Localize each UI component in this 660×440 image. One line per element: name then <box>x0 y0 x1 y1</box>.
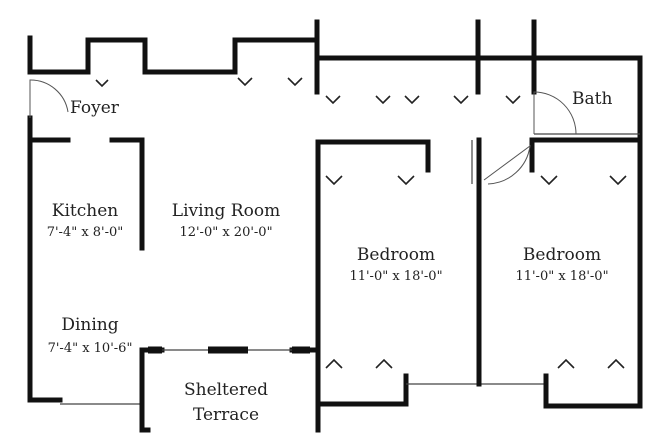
closet-marker <box>325 95 341 105</box>
closet-marker <box>375 95 391 105</box>
bedroom2-door-swing <box>483 144 531 185</box>
kitchen-dims: 7'-4" x 8'-0" <box>47 225 124 240</box>
dining-dims: 7'-4" x 10'-6" <box>48 341 133 356</box>
closet-marker <box>505 95 521 105</box>
wall-top-left <box>27 35 643 143</box>
bedroom1-label: Bedroom <box>357 245 435 265</box>
bath-label: Bath <box>572 89 612 109</box>
bedroom2-dims: 11'-0" x 18'-0" <box>515 269 608 284</box>
dining-label: Dining <box>61 315 118 335</box>
bath-door-swing <box>533 91 577 135</box>
closet-marker <box>375 358 393 369</box>
closet-marker <box>325 358 343 369</box>
closet-marker <box>404 95 420 105</box>
bedroom1-dims: 11'-0" x 18'-0" <box>349 269 442 284</box>
living-room-label: Living Room <box>172 201 280 221</box>
closet-marker <box>540 175 558 186</box>
wall-bedroom1-left <box>315 139 431 423</box>
wall-bedroom2 <box>529 137 643 409</box>
kitchen-label: Kitchen <box>52 201 118 221</box>
closet-marker <box>95 79 109 88</box>
closet-marker <box>557 358 575 369</box>
living-room-dims: 12'-0" x 20'-0" <box>179 225 272 240</box>
closet-marker <box>237 77 253 87</box>
wall-terrace-right <box>289 347 321 433</box>
entry-door-swing <box>29 79 69 118</box>
foyer-label: Foyer <box>70 98 120 118</box>
closet-markers <box>95 77 627 369</box>
bedroom2-label: Bedroom <box>523 245 601 265</box>
terrace-label-line2: Terrace <box>193 405 259 425</box>
closet-marker <box>607 358 625 369</box>
doors <box>29 79 577 185</box>
terrace-label-line1: Sheltered <box>184 380 268 400</box>
wall-bedroom1-bottom <box>315 373 409 407</box>
wall-terrace-left <box>139 347 165 433</box>
closet-marker <box>287 77 303 87</box>
closet-marker <box>397 175 415 186</box>
closet-marker <box>325 175 343 186</box>
closet-marker <box>609 175 627 186</box>
closet-marker <box>453 95 469 105</box>
